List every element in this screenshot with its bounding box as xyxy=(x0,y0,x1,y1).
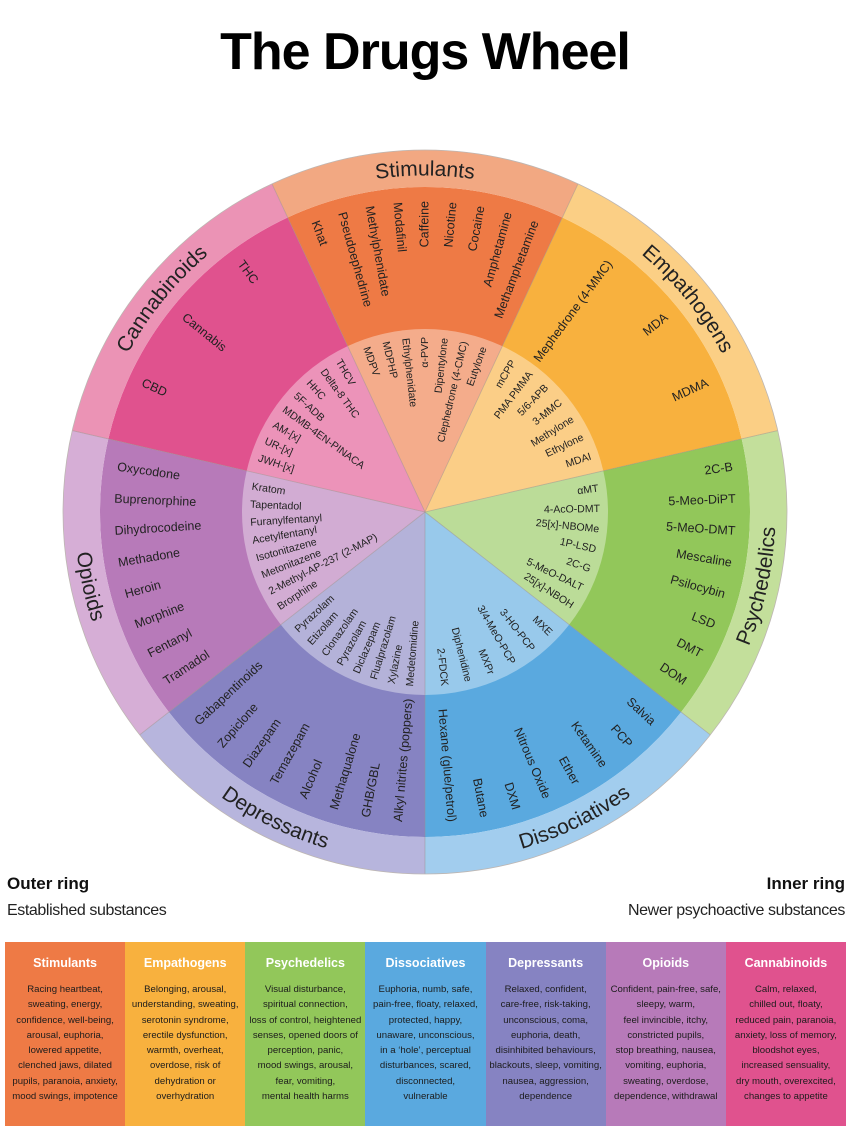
legend-title: Depressants xyxy=(508,956,584,970)
inner-depressants xyxy=(280,512,425,695)
inner-psychedelics xyxy=(425,470,608,625)
inner-ring-item: 4-AcO-DMT xyxy=(544,503,601,516)
sector-psychedelics xyxy=(425,438,750,713)
outer-ring-item: Modafinil xyxy=(390,202,408,253)
inner-ring-item: Medetomidine xyxy=(404,620,422,687)
sector-empathogens xyxy=(425,217,742,513)
effects-legend: Stimulants Racing heartbeat, sweating, e… xyxy=(5,942,846,1126)
inner-ring-item: 2-FDCK xyxy=(434,648,450,687)
inner-opioids xyxy=(242,470,425,625)
inner-ring-item: Tapentadol xyxy=(250,499,302,513)
legend-stimulants: Stimulants Racing heartbeat, sweating, e… xyxy=(5,942,126,1126)
sector-depressants xyxy=(168,512,426,837)
inner-ring-item: Kratom xyxy=(251,481,286,498)
page-title: The Drugs Wheel xyxy=(220,23,631,81)
inner-ring-item: Furanylfentanyl xyxy=(250,512,322,528)
legend-opioids: Opioids Confident, pain-free, safe, slee… xyxy=(605,942,726,1126)
drugs-wheel: StimulantsEmpathogensPsychedelicsDissoci… xyxy=(62,149,788,875)
band-depressants xyxy=(139,712,425,874)
outer-ring-key: Outer ring Established substances xyxy=(7,874,167,920)
legend-effects: Racing heartbeat, sweating, energy, conf… xyxy=(12,984,118,1103)
sector-cannabinoids xyxy=(108,217,426,513)
inner-dissociatives xyxy=(425,512,570,695)
inner-cannabinoids xyxy=(246,346,425,512)
sector-opioids xyxy=(99,438,426,713)
legend-effects: Belonging, arousal, understanding, sweat… xyxy=(131,984,239,1103)
band-psychedelics xyxy=(681,430,788,735)
outer-ring-item: Buprenorphine xyxy=(114,492,197,509)
inner-ring-item: α-PVP xyxy=(419,337,431,368)
wheel-sectors xyxy=(63,150,788,874)
outer-ring-heading: Outer ring xyxy=(7,874,90,893)
outer-ring-description: Established substances xyxy=(7,902,167,919)
band-opioids xyxy=(63,430,169,735)
outer-ring-item: 5-MeO-DMT xyxy=(666,519,737,537)
legend-effects: Relaxed, confident, care-free, risk-taki… xyxy=(489,984,602,1103)
legend-depressants: Depressants Relaxed, confident, care-fre… xyxy=(485,942,606,1126)
inner-ring-key: Inner ring Newer psychoactive substances xyxy=(628,874,845,920)
legend-title: Stimulants xyxy=(33,956,98,970)
legend-empathogens: Empathogens Belonging, arousal, understa… xyxy=(125,942,246,1126)
sector-dissociatives xyxy=(425,512,682,837)
inner-empathogens xyxy=(425,346,604,512)
inner-ring-heading: Inner ring xyxy=(766,874,845,893)
legend-cannabinoids: Cannabinoids Calm, relaxed, chilled out,… xyxy=(725,942,846,1126)
legend-dissociatives: Dissociatives Euphoria, numb, safe, pain… xyxy=(365,942,486,1126)
legend-psychedelics: Psychedelics Visual disturbance, spiritu… xyxy=(245,942,366,1126)
legend-title: Cannabinoids xyxy=(744,956,828,970)
band-cannabinoids xyxy=(72,183,288,439)
legend-title: Empathogens xyxy=(143,956,227,970)
outer-ring-item: Dihydrocodeine xyxy=(114,518,202,537)
band-stimulants xyxy=(272,150,578,218)
legend-title: Dissociatives xyxy=(385,956,466,970)
legend-title: Psychedelics xyxy=(265,956,345,970)
inner-stimulants xyxy=(347,328,503,512)
legend-effects: Calm, relaxed, chilled out, floaty, redu… xyxy=(734,984,837,1103)
sector-stimulants xyxy=(287,187,563,512)
inner-ring xyxy=(242,328,608,695)
legend-effects: Euphoria, numb, safe, pain-free, floaty,… xyxy=(373,984,478,1103)
band-dissociatives xyxy=(425,712,711,874)
band-empathogens xyxy=(562,183,778,439)
legend-effects: Confident, pain-free, safe, sleepy, warm… xyxy=(610,984,721,1103)
outer-ring-item: Nicotine xyxy=(441,202,459,248)
inner-ring-item: αMT xyxy=(577,483,600,498)
outer-ring-item: Caffeine xyxy=(417,201,431,247)
inner-ring-description: Newer psychoactive substances xyxy=(628,902,845,919)
legend-title: Opioids xyxy=(642,956,690,970)
legend-effects: Visual disturbance, spiritual connection… xyxy=(249,984,362,1103)
outer-ring-item: 2C-B xyxy=(703,460,733,478)
sector-dividers xyxy=(62,149,788,875)
outer-ring-item: 5-Meo-DiPT xyxy=(668,492,736,509)
